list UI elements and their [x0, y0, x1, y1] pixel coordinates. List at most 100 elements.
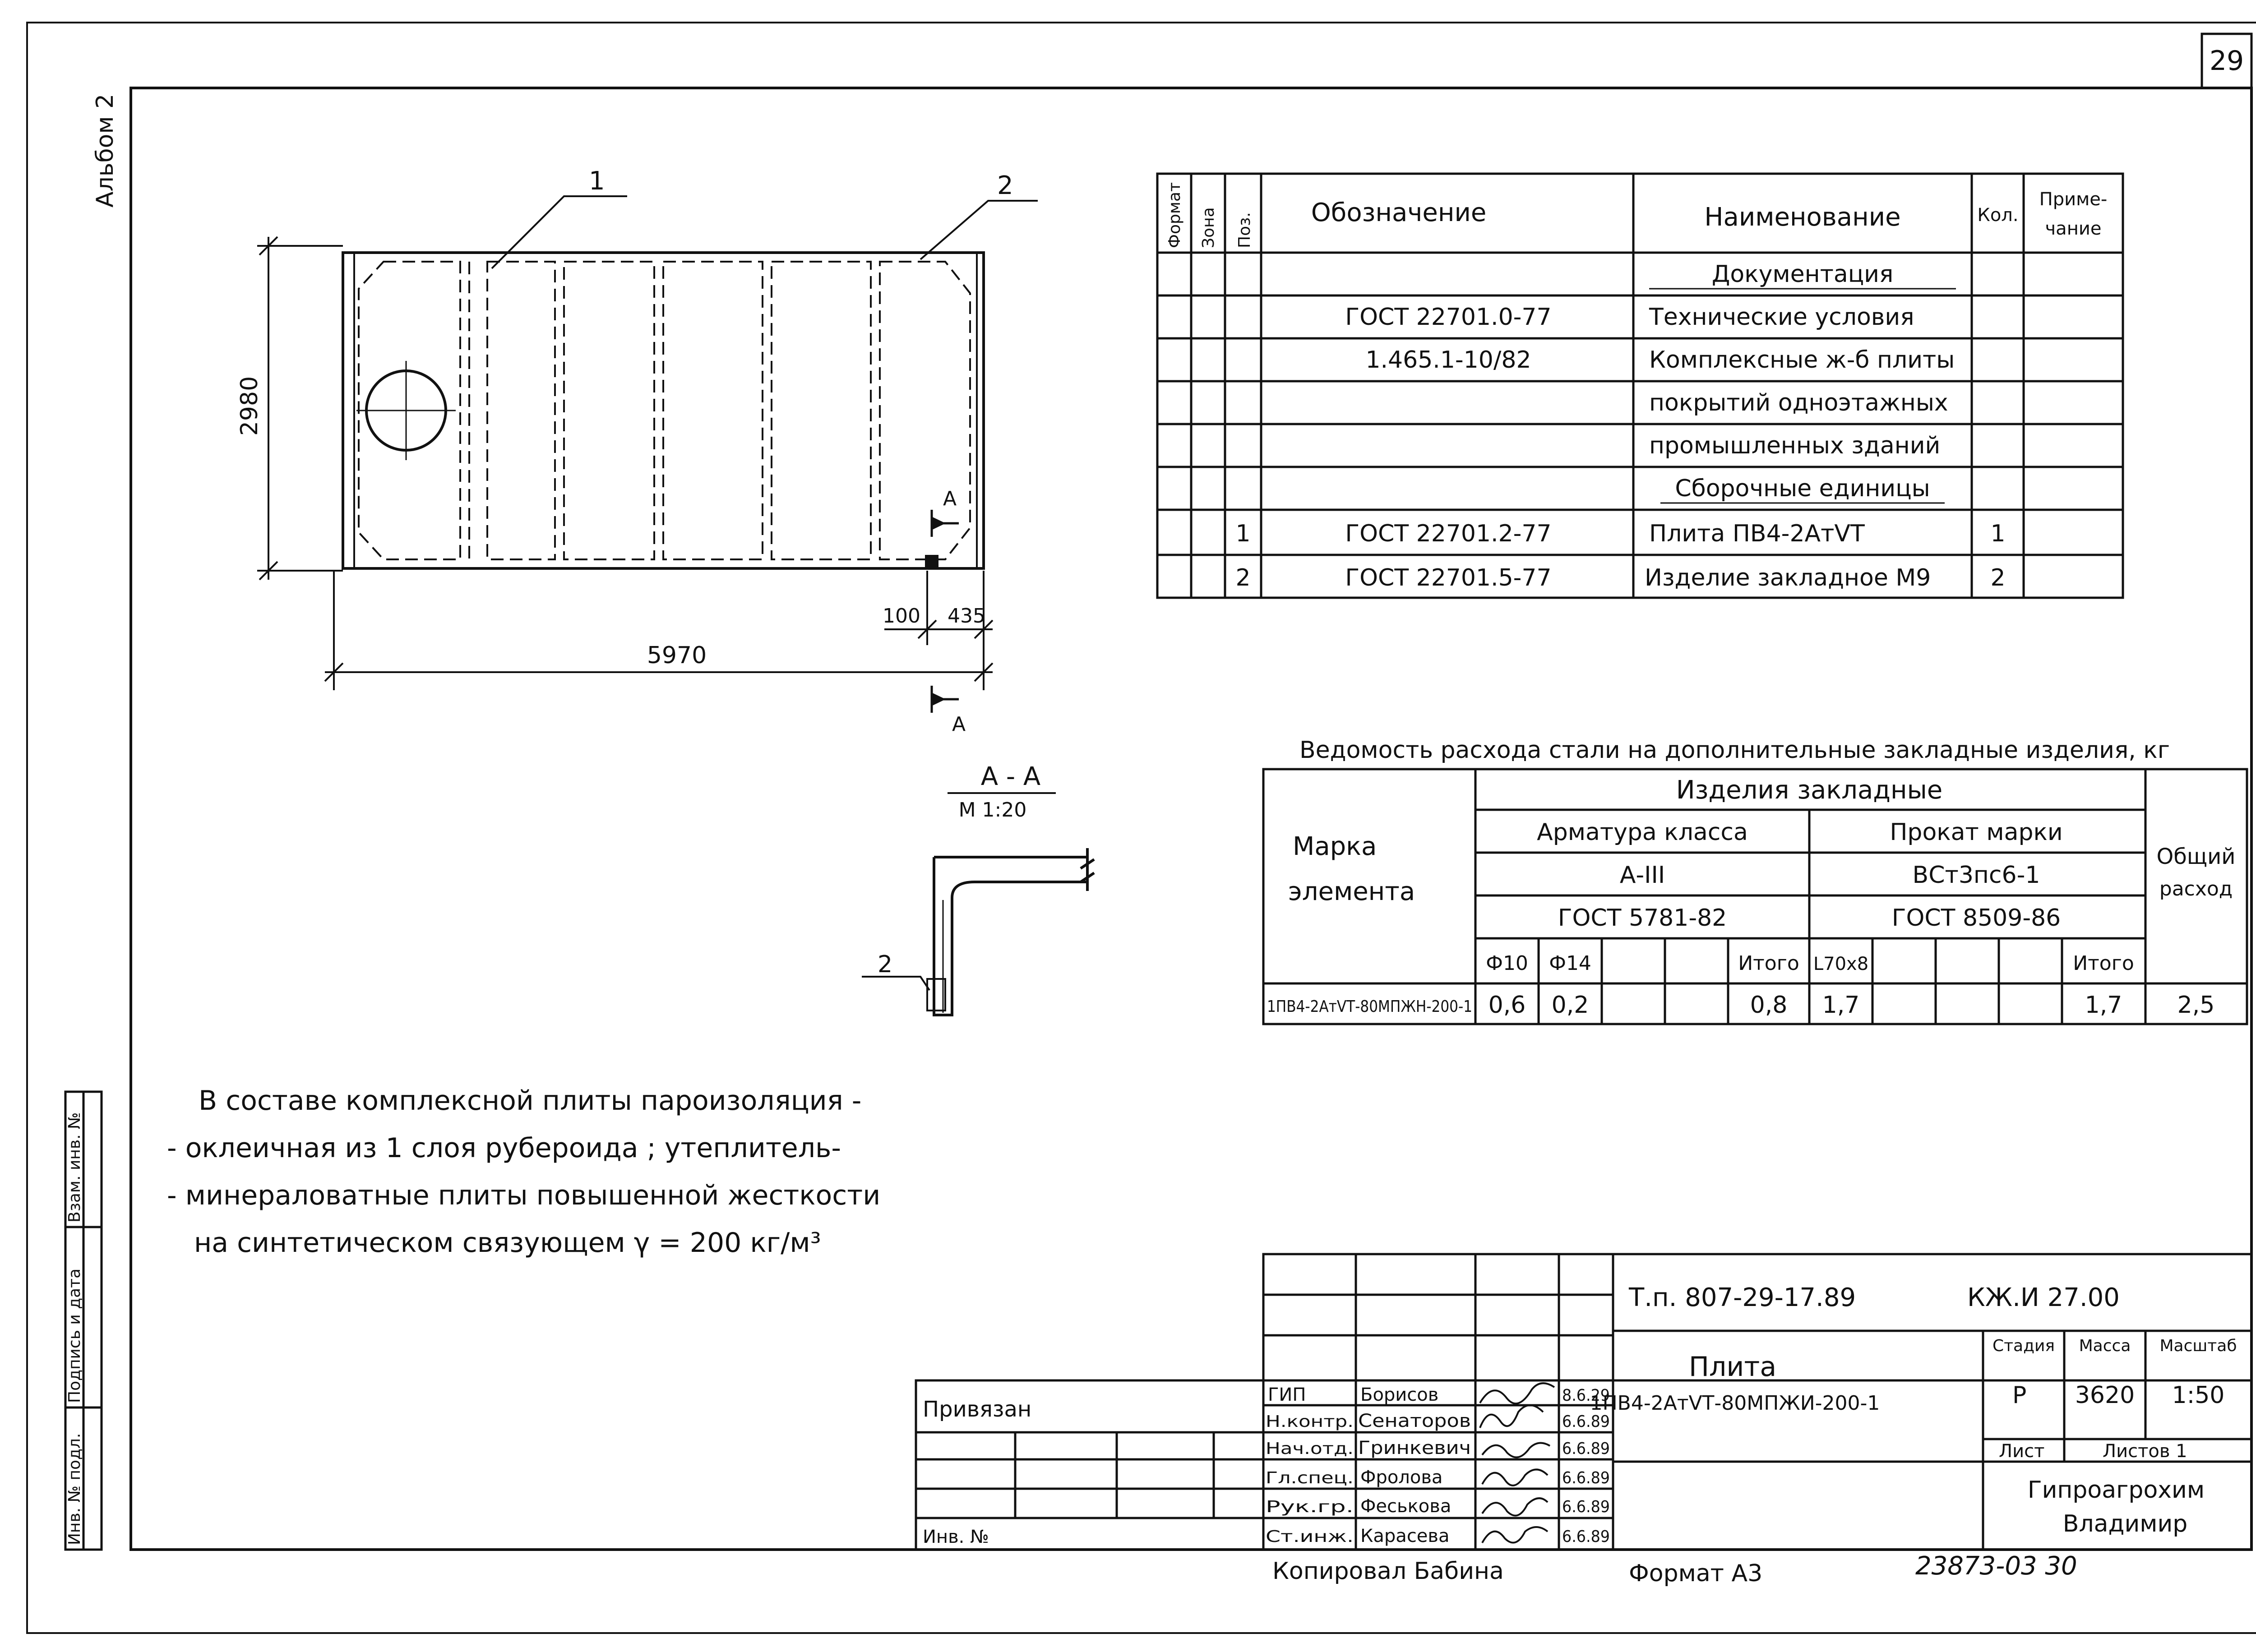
- section-callout: 2: [878, 951, 892, 978]
- item-mark: 1ПВ4-2АтVТ-80МПЖИ-200-1: [1590, 1392, 1880, 1415]
- steel-row-total: 2,5: [2177, 992, 2215, 1019]
- scale-value: 1:50: [2172, 1382, 2225, 1409]
- staff-date: 6.6.89: [1562, 1412, 1610, 1431]
- steel-data-row: 1ПВ4-2АтVТ-80МПЖН-200-1 0,6 0,2 0,8 1,7 …: [1267, 992, 2214, 1019]
- project-code: Т.п. 807-29-17.89: [1628, 1283, 1856, 1312]
- steel-mark-1: Марка: [1293, 832, 1377, 861]
- staff-row: ГИП Борисов 8.6.29: [1268, 1384, 1610, 1405]
- callout-1: 1: [589, 166, 605, 196]
- spec-row-qty: 1: [1990, 520, 2005, 547]
- steel-gost-prokat: ГОСТ 8509-86: [1892, 904, 2061, 932]
- spec-row-designation: 1.465.1-10/82: [1365, 346, 1531, 374]
- section-scale: М 1:20: [959, 798, 1027, 821]
- spec-header-designation: Обозначение: [1311, 198, 1487, 227]
- spec-row-name: Документация: [1712, 261, 1893, 288]
- staff-role: Рук.гр.: [1266, 1498, 1354, 1516]
- spec-row-designation: ГОСТ 22701.2-77: [1345, 520, 1551, 547]
- mass-value: 3620: [2075, 1382, 2135, 1409]
- staff-row: Рук.гр. Феськова 6.6.89: [1266, 1496, 1610, 1517]
- spec-row-name: Сборочные единицы: [1675, 475, 1930, 502]
- staff-name: Фролова: [1360, 1467, 1442, 1488]
- spec-row-qty: 2: [1990, 564, 2005, 591]
- spec-row-pos: 1: [1235, 520, 1250, 547]
- note-line: на синтетическом связующем γ = 200 кг/м³: [194, 1227, 821, 1259]
- side-stamp-podpis: Подпись и дата: [65, 1269, 84, 1403]
- steel-gost-arm: ГОСТ 5781-82: [1558, 904, 1727, 932]
- spec-row-name: промышленных зданий: [1649, 432, 1940, 459]
- spec-header-name: Наименование: [1704, 203, 1900, 232]
- section-title: А - А: [981, 762, 1040, 791]
- plan-callouts: [491, 195, 1038, 269]
- section-mark-bottom: А: [952, 713, 966, 736]
- side-stamp-inv: Инв. № подл.: [65, 1433, 84, 1545]
- steel-sub-headers: Ф10 Ф14 Итого L70х8 Итого: [1486, 952, 2134, 975]
- spec-row-name: Комплексные ж-б плиты: [1649, 346, 1955, 374]
- steel-row-value: 0,6: [1489, 992, 1526, 1019]
- sheet-format: Формат А3: [1629, 1560, 1762, 1587]
- mass-label: Масса: [2079, 1337, 2131, 1355]
- spec-header-pos: Поз.: [1235, 212, 1254, 248]
- steel-table: [1262, 768, 2248, 1025]
- staff-row: Ст.инж. Карасева 6.6.89: [1266, 1526, 1610, 1546]
- spec-row: ГОСТ 22701.0-77 Технические условия: [1345, 304, 1914, 331]
- spec-row: 2 ГОСТ 22701.5-77 Изделие закладное М9 2: [1235, 564, 2005, 591]
- side-stamp: [64, 1090, 103, 1551]
- spec-row: покрытий одноэтажных: [1649, 389, 1948, 416]
- spec-row-name: покрытий одноэтажных: [1649, 389, 1948, 416]
- steel-table-title: Ведомость расхода стали на дополнительны…: [1299, 737, 2170, 764]
- steel-sub-header: Итого: [2073, 952, 2134, 975]
- spec-header-format: Формат: [1165, 182, 1184, 248]
- copied-by: Копировал Бабина: [1272, 1558, 1504, 1585]
- note-line: - оклеичная из 1 слоя рубероида ; утепли…: [167, 1132, 841, 1164]
- steel-total-2: расход: [2159, 877, 2233, 900]
- spec-row: Сборочные единицы: [1660, 475, 1945, 504]
- steel-row-value: 0,2: [1552, 992, 1589, 1019]
- sheets-label: Листов 1: [2103, 1441, 2187, 1462]
- section-mark-top: А: [943, 487, 957, 510]
- spec-row: промышленных зданий: [1649, 432, 1940, 459]
- stage-label: Стадия: [1992, 1337, 2055, 1355]
- steel-row-mark: 1ПВ4-2АтVТ-80МПЖН-200-1: [1267, 997, 1472, 1016]
- spec-row-designation: ГОСТ 22701.0-77: [1345, 304, 1551, 331]
- spec-header-note-2: чание: [2045, 218, 2102, 239]
- note-line: В составе комплексной плиты пароизоляция…: [199, 1085, 861, 1117]
- staff-row: Н.контр. Сенаторов 6.6.89: [1266, 1411, 1610, 1431]
- org-name-2: Владимир: [2063, 1510, 2188, 1537]
- steel-prokat: Прокат марки: [1890, 819, 2062, 846]
- spec-row: 1 ГОСТ 22701.2-77 Плита ПВ4-2АтVТ 1: [1235, 520, 2005, 547]
- staff-date: 6.6.89: [1562, 1527, 1610, 1546]
- steel-sub-header: Итого: [1738, 952, 1799, 975]
- steel-sub-header: Ф14: [1549, 952, 1591, 975]
- scale-label: Масштаб: [2159, 1337, 2237, 1355]
- staff-name: Борисов: [1360, 1384, 1438, 1405]
- slab-plan: [342, 251, 985, 570]
- side-stamp-vzam: Взам. инв. №: [65, 1112, 84, 1223]
- steel-prokat-mark: ВСт3пс6-1: [1913, 862, 2040, 889]
- spec-row: 1.465.1-10/82 Комплексные ж-б плиты: [1365, 346, 1955, 374]
- notes: В составе комплексной плиты пароизоляция…: [167, 1085, 880, 1259]
- note-line: - минераловатные плиты повышенной жестко…: [167, 1180, 880, 1211]
- spec-row: Документация: [1649, 261, 1956, 290]
- dim-length: 5970: [647, 642, 707, 669]
- spec-row-name: Плита ПВ4-2АтVТ: [1649, 520, 1865, 547]
- staff-name: Феськова: [1360, 1496, 1451, 1517]
- steel-armatura: Арматура класса: [1537, 819, 1748, 846]
- steel-items: Изделия закладные: [1676, 775, 1943, 805]
- section-profile: [862, 848, 1095, 1016]
- signatures: [1479, 1382, 1555, 1544]
- staff-role: Н.контр.: [1266, 1412, 1354, 1431]
- org-name-1: Гипроагрохим: [2028, 1477, 2205, 1504]
- album-label: Альбом 2: [92, 94, 119, 208]
- staff-name: Карасева: [1360, 1526, 1450, 1546]
- spec-table: [1156, 172, 2124, 599]
- staff-date: 6.6.89: [1562, 1440, 1610, 1458]
- staff-role: Нач.отд.: [1266, 1440, 1354, 1458]
- doc-code: КЖ.И 27.00: [1967, 1283, 2120, 1312]
- staff-role: Гл.спец.: [1266, 1469, 1354, 1487]
- staff-role: ГИП: [1268, 1384, 1306, 1405]
- spec-row-name: Технические условия: [1649, 304, 1914, 331]
- archive-number: 23873-03 30: [1915, 1551, 2077, 1581]
- staff-date: 8.6.29: [1562, 1386, 1610, 1405]
- page-number: 29: [2210, 45, 2244, 77]
- inv-no-label: Инв. №: [923, 1527, 989, 1547]
